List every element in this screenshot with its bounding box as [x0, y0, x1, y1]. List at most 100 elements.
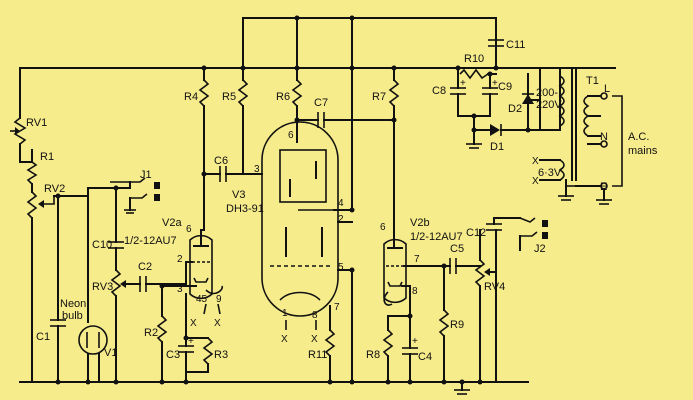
v3-valve: 6 3 4 2 5 1 8 7 V3 DH3-91 X X [226, 67, 344, 345]
v3-type: DH3-91 [226, 203, 264, 215]
rv1-label: RV1 [26, 117, 47, 129]
r3-label: R3 [214, 349, 228, 361]
v2a-pin2: 2 [177, 254, 183, 265]
c12-capacitor: C12 [466, 217, 521, 239]
r11-resistor: R11 [308, 305, 336, 383]
c2-label: C2 [138, 261, 152, 273]
rv2-label: RV2 [44, 183, 65, 195]
rv3-label: RV3 [92, 281, 113, 293]
v3-pin2: 2 [338, 214, 344, 225]
c6-capacitor: C6 [203, 155, 263, 182]
svg-text:+: + [460, 78, 466, 89]
c3-label: C3 [166, 349, 180, 361]
v3-heater-x2: X [311, 334, 318, 345]
r4-label: R4 [184, 91, 198, 103]
psu-links [457, 67, 561, 149]
r6-label: R6 [276, 91, 290, 103]
c10-label: C10 [92, 239, 112, 251]
rv4-potentiometer: RV4 [474, 229, 505, 383]
mains-voltage-1: 200- [536, 87, 558, 99]
v3-pin4: 4 [338, 198, 344, 209]
heater-x-bottom: X [532, 176, 539, 187]
c9-label: C9 [498, 81, 512, 93]
v2a-label: V2a [162, 217, 182, 229]
hv-rail [19, 17, 616, 69]
r4-resistor: R4 [184, 67, 210, 231]
r8-label: R8 [366, 349, 380, 361]
v1-label: V1 [104, 347, 117, 359]
heater-x-top: X [532, 156, 539, 167]
r8-resistor: R8 [366, 315, 411, 383]
terminal-e: E [600, 181, 607, 193]
t1-transformer: T1 200- 220V [536, 67, 601, 181]
r7-label: R7 [372, 91, 386, 103]
r9-label: R9 [450, 319, 464, 331]
v2a-heater-x1: X [190, 318, 197, 329]
r7-resistor: R7 [372, 67, 400, 235]
v3-screen-links [333, 67, 353, 383]
v3-label: V3 [232, 189, 245, 201]
d1-diode: D1 [490, 124, 529, 153]
ac-label-1: A.C. [628, 131, 649, 143]
j2-label: J2 [534, 243, 546, 255]
v2b-pin7: 7 [414, 254, 420, 265]
c4-label: C4 [418, 351, 432, 363]
c11-label: C11 [506, 39, 525, 51]
neon-label-2: bulb [62, 310, 83, 322]
v2a-pin45: 45 [196, 294, 208, 305]
ac-label-2: mains [628, 145, 658, 157]
c4-capacitor: + C4 [402, 336, 432, 383]
neon-bulb-v1: Neon bulb V1 [60, 195, 117, 383]
rv4-label: RV4 [484, 281, 505, 293]
c12-label: C12 [466, 227, 486, 239]
v2a-pin3: 3 [177, 284, 183, 295]
d2-diode: D2 [508, 73, 534, 115]
r1-resistor: R1 [19, 149, 54, 185]
c1-label: C1 [36, 331, 50, 343]
r1-label: R1 [40, 151, 54, 163]
j2-jack: J2 [519, 217, 548, 255]
r3-resistor: R3 [185, 337, 228, 373]
svg-text:+: + [492, 78, 498, 89]
c7-capacitor: C7 [296, 97, 395, 128]
r10-label: R10 [464, 53, 484, 65]
r5-label: R5 [222, 91, 236, 103]
heater-voltage: 6·3V [538, 167, 562, 179]
v3-pin1: 1 [282, 308, 288, 319]
v3-pin5: 5 [338, 262, 344, 273]
c8-label: C8 [432, 85, 446, 97]
c8-capacitor: + C8 [432, 78, 466, 117]
r11-label: R11 [308, 349, 327, 361]
v3-pin8: 8 [312, 310, 318, 321]
neon-label-1: Neon [60, 298, 86, 310]
v3-pin7: 7 [334, 302, 340, 313]
rv3-potentiometer: RV3 [92, 269, 141, 383]
c11-capacitor: C11 [488, 39, 525, 51]
c5-label: C5 [450, 243, 464, 255]
v3-heater-x1: X [281, 334, 288, 345]
v2a-triode: 6 2 3 V2a 1/2-12AU7 45 9 X X [124, 217, 224, 329]
r5-resistor: R5 [222, 67, 249, 175]
junction-dots [55, 15, 531, 385]
v3-pin6: 6 [288, 130, 294, 141]
c10-capacitor: C10 [92, 187, 124, 271]
svg-text:+: + [188, 336, 194, 347]
svg-text:+: + [412, 336, 418, 347]
v2b-pin6: 6 [380, 222, 386, 233]
v2b-label: V2b [410, 217, 430, 229]
j1-label: J1 [140, 169, 152, 181]
v2b-pin8: 8 [412, 286, 418, 297]
rv1-potentiometer: RV1 [10, 67, 47, 163]
v3-pin3: 3 [254, 164, 260, 175]
r2-resistor: R2 [144, 285, 187, 383]
r6-resistor: R6 [276, 79, 303, 143]
v2a-pin6: 6 [186, 224, 192, 235]
v2a-type: 1/2-12AU7 [124, 235, 177, 247]
mains-terminals: L N E A.C. mains [566, 83, 658, 205]
c7-label: C7 [314, 97, 328, 109]
d2-label: D2 [508, 103, 522, 115]
c1-capacitor: C1 [36, 195, 66, 383]
terminal-n: N [600, 131, 608, 143]
r10-resistor: R10 [457, 53, 497, 81]
